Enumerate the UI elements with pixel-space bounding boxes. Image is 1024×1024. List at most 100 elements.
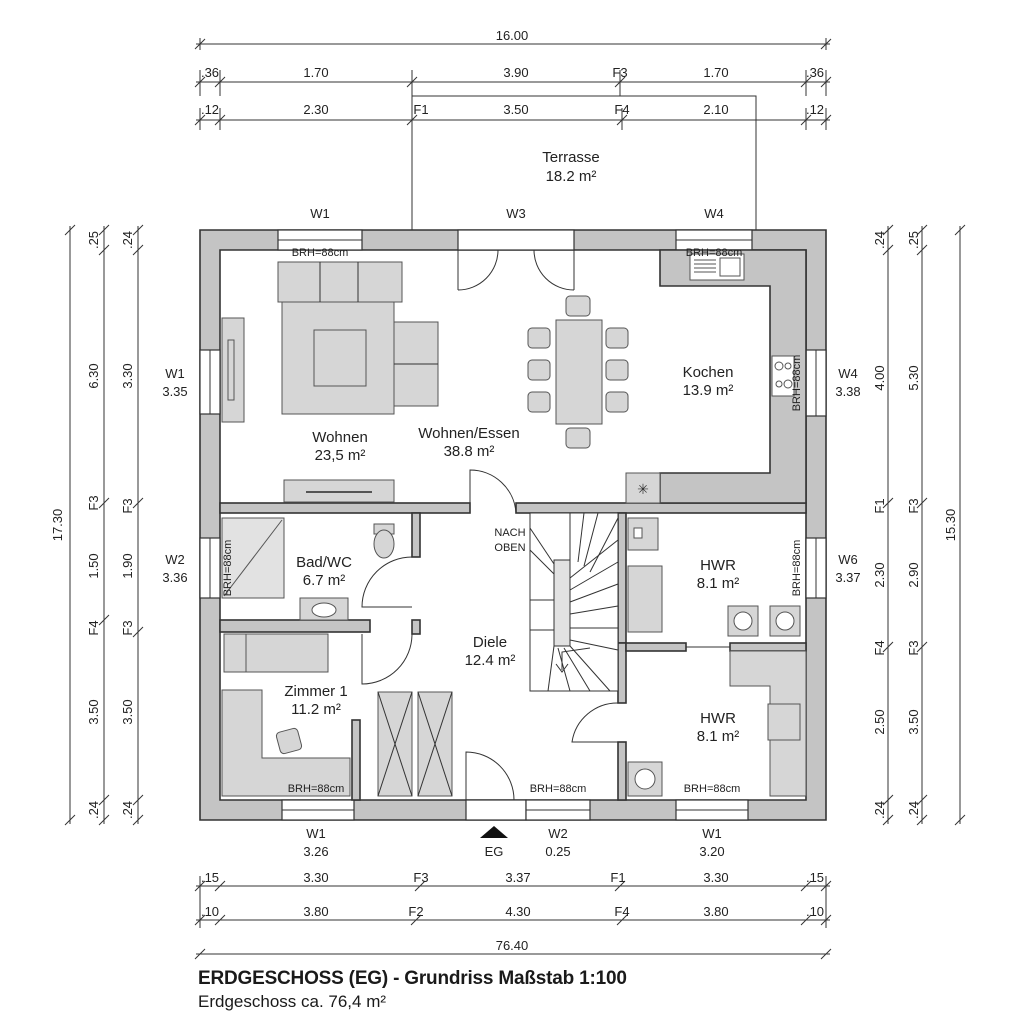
- dim-left-inner-5: 3.50: [120, 699, 135, 724]
- label-bottom-w1b: W1: [702, 826, 722, 841]
- dim-bottom1-4: F1: [610, 870, 625, 885]
- dim-left-inner-6: .24: [120, 801, 135, 819]
- outer-walls: [199, 229, 827, 821]
- brh-top-w1: BRH=88cm: [292, 247, 349, 259]
- staircase: NACH OBEN: [494, 512, 619, 692]
- dim-bottom2-1: 3.80: [303, 904, 328, 919]
- terrace: Terrasse 18.2 m²: [411, 95, 757, 230]
- label-left-w1: W1: [165, 366, 185, 381]
- dim-top1-5: .36: [806, 65, 824, 80]
- dim-top2-3: 3.50: [503, 102, 528, 117]
- room-hwr2-area: 8.1 m²: [697, 728, 740, 745]
- label-left-w2: W2: [165, 552, 185, 567]
- room-hwr1-name: HWR: [700, 557, 736, 574]
- dim-right-mid-0: .25: [906, 231, 921, 249]
- dim-left-mid-3: 1.50: [86, 553, 101, 578]
- dim-left-inner-2: F3: [120, 498, 135, 513]
- dim-left-mid-6: .24: [86, 801, 101, 819]
- wardrobe-icon: [377, 691, 453, 797]
- dim-left-inner-1: 3.30: [120, 363, 135, 388]
- label-right-w4-size: 3.38: [835, 384, 860, 399]
- label-bottom-w2-size: 0.25: [545, 844, 570, 859]
- dim-top1-3: F3: [612, 65, 627, 80]
- top-dimension-chains: 16.00 .36 1.70 3.90 F3 1.70 .36 .12 2.30…: [194, 28, 832, 130]
- dim-left-mid-2: F3: [86, 495, 101, 510]
- room-wohnen-essen-name: Wohnen/Essen: [418, 425, 519, 442]
- dim-top1-1: 1.70: [303, 65, 328, 80]
- label-bottom-w2: W2: [548, 826, 568, 841]
- room-kochen-area: 13.9 m²: [683, 382, 734, 399]
- door-top-w3: [457, 229, 575, 251]
- room-labels: Wohnen 23,5 m² Wohnen/Essen 38.8 m² Koch…: [284, 364, 739, 745]
- terrace-area: 18.2 m²: [546, 168, 597, 185]
- dim-bottom1-0: .15: [201, 870, 219, 885]
- dim-top1-4: 1.70: [703, 65, 728, 80]
- dim-top2-1: 2.30: [303, 102, 328, 117]
- brh-bottom-w1b: BRH=88cm: [684, 783, 741, 795]
- label-entrance: EG: [485, 844, 504, 859]
- dim-bottom2-2: F2: [408, 904, 423, 919]
- dim-bottom2-6: .10: [806, 904, 824, 919]
- dim-right-outer: 15.30: [943, 509, 958, 542]
- room-bad-area: 6.7 m²: [303, 572, 346, 589]
- dim-left-inner-3: 1.90: [120, 553, 135, 578]
- dim-top2-6: .12: [806, 102, 824, 117]
- dim-right-inner-3: 2.30: [872, 562, 887, 587]
- toilet-icon: [373, 529, 395, 559]
- label-right-w4: W4: [838, 366, 858, 381]
- dim-left-mid-4: F4: [86, 620, 101, 635]
- dim-bottom1-1: 3.30: [303, 870, 328, 885]
- plan-caption: ERDGESCHOSS (EG) - Grundriss Maßstab 1:1…: [198, 968, 838, 1012]
- room-diele-name: Diele: [473, 634, 507, 651]
- dim-right-inner-1: 4.00: [872, 365, 887, 390]
- plan-subtitle: Erdgeschoss ca. 76,4 m²: [198, 992, 387, 1011]
- label-left-w2-size: 3.36: [162, 570, 187, 585]
- stair-label-2: OBEN: [494, 542, 525, 554]
- label-left-w1-size: 3.35: [162, 384, 187, 399]
- dim-top1-0: .36: [201, 65, 219, 80]
- brh-bottom-w1a: BRH=88cm: [288, 783, 345, 795]
- dim-left-outer: 17.30: [50, 509, 65, 542]
- label-top-w3: W3: [506, 206, 526, 221]
- tv-board-icon: [221, 317, 245, 423]
- dim-top2-2: F1: [413, 102, 428, 117]
- dim-top2-5: 2.10: [703, 102, 728, 117]
- room-zimmer1-name: Zimmer 1: [284, 683, 347, 700]
- brh-bottom-w2: BRH=88cm: [530, 783, 587, 795]
- room-kochen-name: Kochen: [683, 364, 734, 381]
- dim-top1-2: 3.90: [503, 65, 528, 80]
- room-wohnen-name: Wohnen: [312, 429, 368, 446]
- dim-left-mid-1: 6.30: [86, 363, 101, 388]
- room-wohnen-essen-area: 38.8 m²: [444, 443, 495, 460]
- label-bottom-w1b-size: 3.20: [699, 844, 724, 859]
- dim-bottom2-0: .10: [201, 904, 219, 919]
- label-top-w4: W4: [704, 206, 724, 221]
- bottom-dimension-chains: .15 3.30 F3 3.37 F1 3.30 .15 .10 3.80 F2…: [194, 870, 832, 960]
- window-labels: W1 W3 W4 BRH=88cm BRH=88cm W1 3.35 W2 3.…: [162, 206, 860, 859]
- door-swings: [361, 249, 730, 801]
- dim-left-mid-0: .25: [86, 231, 101, 249]
- dim-right-mid-1: 5.30: [906, 365, 921, 390]
- dim-right-mid-6: .24: [906, 801, 921, 819]
- dim-right-mid-2: F3: [906, 498, 921, 513]
- furniture: ✳: [221, 253, 807, 797]
- label-bottom-w1a-size: 3.26: [303, 844, 328, 859]
- plan-title: ERDGESCHOSS (EG) - Grundriss Maßstab 1:1…: [198, 968, 627, 989]
- dim-right-inner-6: .24: [872, 801, 887, 819]
- room-zimmer1-area: 11.2 m²: [291, 701, 341, 718]
- brh-right-w4: BRH=88cm: [791, 355, 803, 412]
- dim-bottom1-2: F3: [413, 870, 428, 885]
- dim-top2-0: .12: [201, 102, 219, 117]
- desk-icon: [221, 689, 351, 797]
- boiler-icon: [627, 517, 659, 551]
- label-top-w1: W1: [310, 206, 330, 221]
- dim-bottom-total: 76.40: [496, 938, 529, 953]
- room-hwr2-name: HWR: [700, 710, 736, 727]
- dim-right-mid-5: 3.50: [906, 709, 921, 734]
- dim-left-inner-4: F3: [120, 620, 135, 635]
- dim-right-inner-4: F4: [872, 640, 887, 655]
- brh-left-w2: BRH=88cm: [222, 540, 234, 597]
- stair-label-1: NACH: [494, 527, 525, 539]
- dim-top2-4: F4: [614, 102, 629, 117]
